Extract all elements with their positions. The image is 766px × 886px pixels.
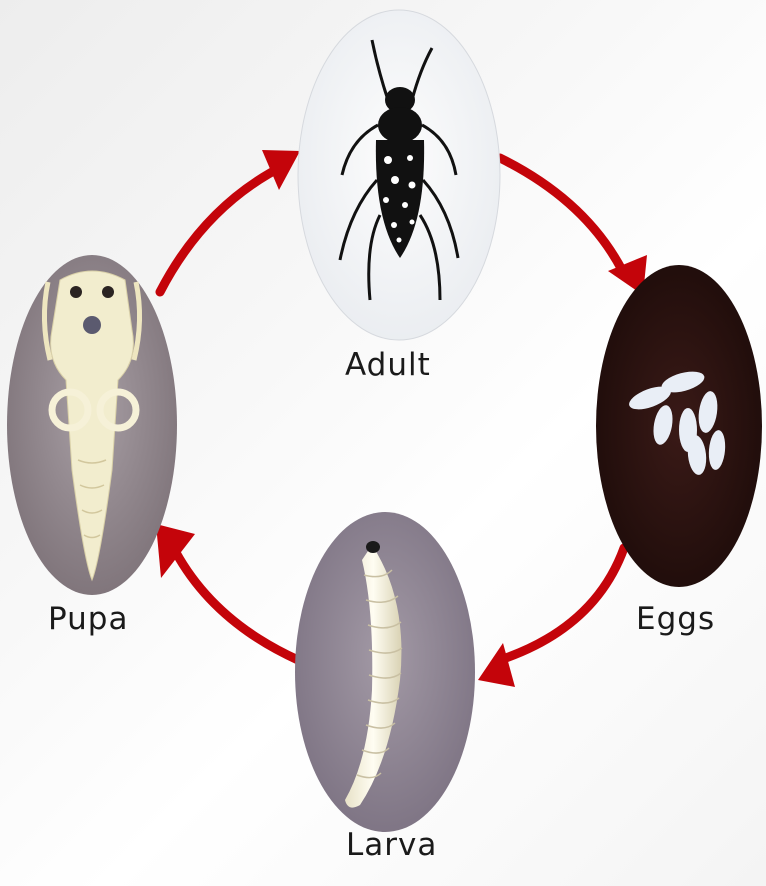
pupa-label: Pupa <box>48 601 128 637</box>
larva-label: Larva <box>346 827 437 863</box>
arrow-eggs-to-larva <box>500 548 624 660</box>
pupa-stage-image <box>7 255 177 595</box>
arrow-adult-to-eggs <box>500 158 622 270</box>
eggs-label: Eggs <box>636 601 715 637</box>
larva-stage-image <box>295 512 475 832</box>
adult-stage-image <box>298 10 500 340</box>
eggs-stage-image <box>596 265 762 587</box>
adult-label: Adult <box>345 347 431 383</box>
arrow-larva-to-pupa <box>172 545 298 660</box>
arrowhead-larva <box>478 643 515 687</box>
arrow-pupa-to-adult <box>160 165 285 292</box>
